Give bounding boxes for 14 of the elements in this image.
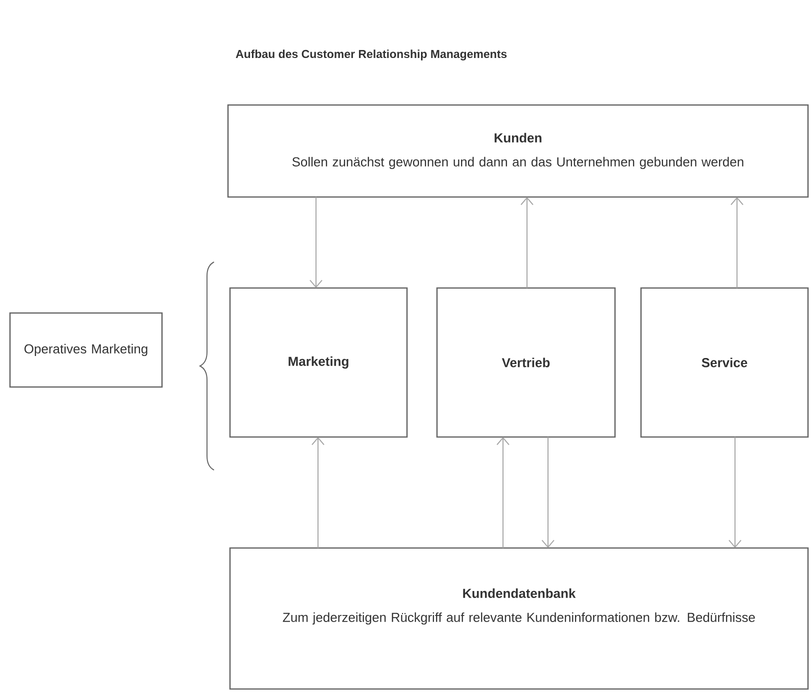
process-box: Marketing xyxy=(229,287,408,438)
customer-box: Kunden Sollen zunächst gewonnen und dann an das Unternehmen gebunden werden xyxy=(227,104,809,198)
process-box: Vertrieb xyxy=(436,287,616,438)
process-box: Service xyxy=(640,287,809,438)
arrow xyxy=(520,197,534,288)
arrow xyxy=(542,436,554,548)
database-box: Kundendatenbank Zum jederzeitigen Rückgriff auf relevante Kundeninformationen bzw. Bedürfnisse xyxy=(229,547,809,690)
arrow xyxy=(496,437,510,548)
title: Aufbau des Customer Relationship Managements xyxy=(236,50,507,60)
arrow xyxy=(310,196,322,288)
arrow xyxy=(730,197,744,288)
label-box: Operatives Marketing xyxy=(9,312,163,388)
arrow xyxy=(312,437,324,548)
arrow xyxy=(728,436,742,548)
